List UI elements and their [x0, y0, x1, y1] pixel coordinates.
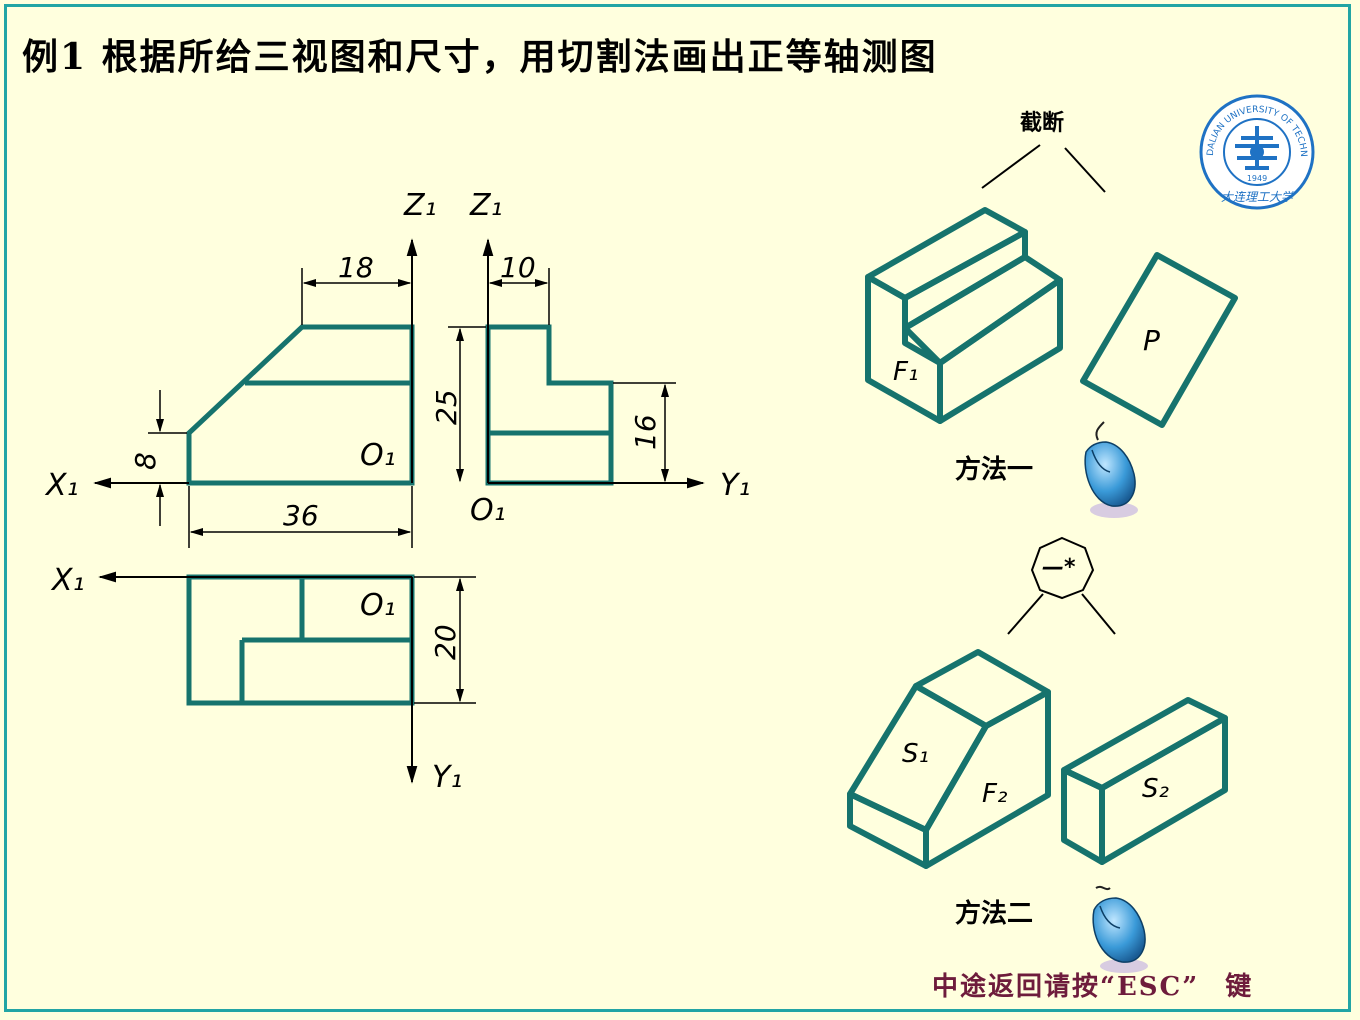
footer-text: 中途返回请按“ESC” — [932, 972, 1200, 1002]
dim-8-label: 8 — [129, 452, 162, 470]
plane-p-iso — [1080, 252, 1238, 428]
front-view: Z₁ X₁ O₁ 18 8 36 — [44, 188, 437, 548]
front-origin-label: O₁ — [360, 438, 396, 473]
side-view: Z₁ Y₁ O₁ 10 25 16 — [430, 188, 750, 528]
rect-block-iso — [1061, 697, 1228, 865]
dim-36-label: 36 — [283, 499, 319, 532]
face-s2-label: S₂ — [1142, 774, 1169, 804]
side-origin-label: O₁ — [470, 493, 506, 528]
mouse-icon[interactable] — [1084, 421, 1138, 518]
face-s1-label: S₁ — [902, 739, 929, 769]
front-axis-z-label: Z₁ — [403, 188, 437, 223]
operation-badge — [1030, 536, 1095, 600]
slide-frame — [4, 4, 1351, 1012]
dim-10-label: 10 — [500, 251, 536, 284]
cut-label: 截断 — [1020, 110, 1064, 136]
dim-16-label: 16 — [629, 414, 662, 450]
side-axis-y-label: Y₁ — [720, 468, 750, 503]
wedge-block-iso — [847, 649, 1051, 869]
side-axis-z-label: Z₁ — [469, 188, 503, 223]
top-axis-x-label: X₁ — [50, 563, 85, 598]
university-logo: DALIAN UNIVERSITY OF TECHNOLOGY 1949 大连理… — [1199, 94, 1315, 210]
method1-group: 截断 F₁ P 方法一 — [865, 110, 1238, 485]
operation-label: —* — [1042, 555, 1076, 580]
top-view: X₁ Y₁ O₁ 20 — [50, 563, 476, 795]
front-axis-x-label: X₁ — [44, 468, 79, 503]
method2-group: —* S₁ F₂ S₂ 方法二 — [847, 536, 1228, 929]
top-origin-label: O₁ — [360, 588, 396, 623]
method1-label: 方法一 — [955, 454, 1033, 485]
mouse-icon[interactable] — [1092, 885, 1148, 973]
dim-20-label: 20 — [429, 624, 462, 660]
top-axis-y-label: Y₁ — [432, 760, 462, 795]
plane-p-label: P — [1143, 324, 1160, 357]
logo-year: 1949 — [1247, 174, 1267, 183]
logo-cn: 大连理工大学 — [1221, 190, 1295, 204]
dim-18-label: 18 — [338, 251, 374, 284]
face-f2-label: F₂ — [982, 779, 1007, 809]
footer-hint: 中途返回请按“ESC” 键 — [932, 966, 1253, 1003]
slide-title: 例1 根据所给三视图和尺寸，用切割法画出正等轴测图 — [22, 36, 938, 78]
footer-key: 键 — [1225, 972, 1254, 1002]
face-f1-label: F₁ — [893, 357, 918, 387]
method2-label: 方法二 — [955, 898, 1033, 929]
stepped-block-iso — [865, 207, 1063, 424]
dim-25-label: 25 — [430, 389, 463, 425]
